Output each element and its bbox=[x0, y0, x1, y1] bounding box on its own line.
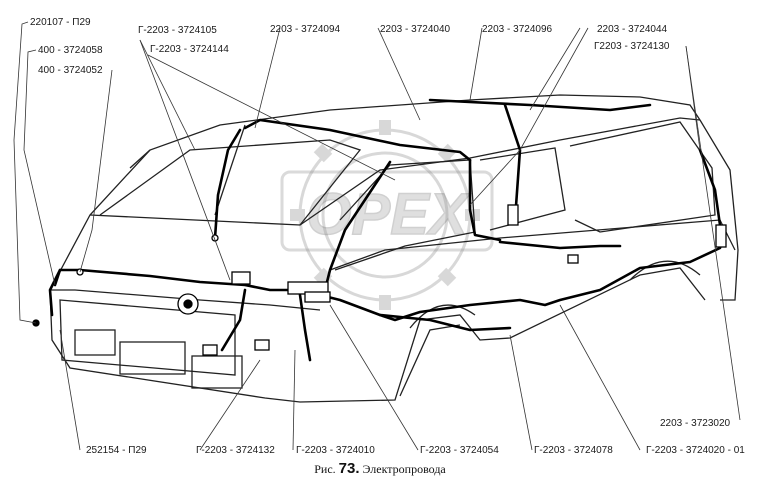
label-2203-3724094: 2203 - 3724094 bbox=[270, 24, 341, 35]
label-g2203-3724054: Г-2203 - 3724054 bbox=[420, 445, 499, 456]
label-2203-3723020: 2203 - 3723020 bbox=[660, 418, 731, 429]
wiring-components bbox=[32, 204, 727, 356]
watermark-text: OPEX bbox=[280, 170, 494, 252]
label-g2203-3724132: Г-2203 - 3724132 bbox=[196, 445, 275, 456]
caption-prefix: Рис. bbox=[314, 462, 336, 476]
label-g2203-3724144: Г-2203 - 3724144 bbox=[150, 44, 229, 55]
label-2203-3724096: 2203 - 3724096 bbox=[482, 24, 553, 35]
label-g2203-3724078: Г-2203 - 3724078 bbox=[534, 445, 613, 456]
caption-title: Электропровода bbox=[362, 462, 446, 476]
label-220107-p29: 220107 - П29 bbox=[30, 17, 91, 28]
label-g2203-3724105: Г-2203 - 3724105 bbox=[138, 25, 217, 36]
svg-text:OPEX: OPEX bbox=[306, 182, 470, 247]
leader-lines bbox=[13, 21, 741, 451]
label-252154-p29: 252154 - П29 bbox=[86, 445, 147, 456]
figure-caption: Рис. 73. Электропровода bbox=[0, 460, 760, 477]
watermark-gear-icon bbox=[290, 120, 480, 310]
label-400-3724058: 400 - 3724058 bbox=[38, 45, 103, 56]
vehicle-body bbox=[49, 94, 739, 403]
label-g2203-3724130: Г2203 - 3724130 bbox=[594, 41, 670, 52]
wiring-harness bbox=[48, 98, 727, 362]
caption-number: 73. bbox=[338, 460, 360, 477]
label-2203-3724040: 2203 - 3724040 bbox=[380, 24, 451, 35]
label-400-3724052: 400 - 3724052 bbox=[38, 65, 103, 76]
label-2203-3724044: 2203 - 3724044 bbox=[597, 24, 668, 35]
label-g2203-3724010: Г-2203 - 3724010 bbox=[296, 445, 375, 456]
label-g2203-3724020-01: Г-2203 - 3724020 - 01 bbox=[646, 445, 745, 456]
